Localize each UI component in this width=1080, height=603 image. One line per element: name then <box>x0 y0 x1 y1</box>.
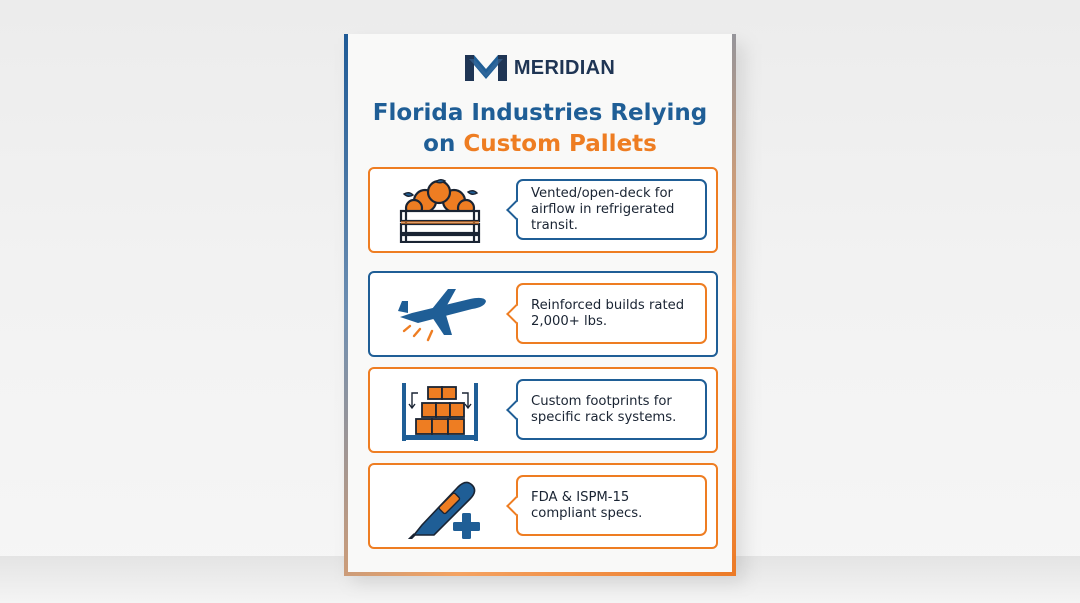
brand-name: MERIDIAN <box>513 56 616 79</box>
card-medical: FDA & ISPM-15 compliant specs. <box>368 463 718 549</box>
card-warehouse-bubble: Custom footprints for specific rack syst… <box>506 379 707 440</box>
title-line-1: Florida Industries Relying <box>372 100 708 126</box>
card-medical-text: FDA & ISPM-15 compliant specs. <box>531 489 643 521</box>
card-warehouse-text: Custom footprints for specific rack syst… <box>531 393 677 425</box>
card-citrus-text: Vented/open-deck for airflow in refriger… <box>531 185 675 233</box>
warehouse-rack-boxes-icon <box>402 383 478 441</box>
poster-title: Florida Industries Relying on Custom Pal… <box>348 98 732 160</box>
meridian-logo-icon <box>464 55 507 81</box>
poster: MERIDIAN Florida Industries Relying on C… <box>344 34 736 576</box>
title-accent: Custom Pallets <box>463 131 657 157</box>
card-citrus-bubble: Vented/open-deck for airflow in refriger… <box>506 179 707 240</box>
card-medical-bubble: FDA & ISPM-15 compliant specs. <box>506 475 707 536</box>
airplane-icon <box>398 289 486 342</box>
title-line-2: on Custom Pallets <box>348 129 732 160</box>
bubble-tail <box>506 200 526 220</box>
brand-header: MERIDIAN <box>348 52 732 84</box>
card-aerospace: Reinforced builds rated 2,000+ lbs. <box>368 271 718 357</box>
bubble-tail <box>506 400 526 420</box>
title-line-2-lead: on <box>423 131 464 157</box>
bubble-tail <box>506 304 526 324</box>
bubble-tail <box>506 496 526 516</box>
card-citrus: Vented/open-deck for airflow in refriger… <box>368 167 718 253</box>
thermometer-medical-cross-icon <box>407 481 480 539</box>
card-warehouse: Custom footprints for specific rack syst… <box>368 367 718 453</box>
citrus-crate-icon <box>399 179 481 243</box>
card-aerospace-text: Reinforced builds rated 2,000+ lbs. <box>531 297 685 329</box>
card-aerospace-bubble: Reinforced builds rated 2,000+ lbs. <box>506 283 707 344</box>
poster-inner: MERIDIAN Florida Industries Relying on C… <box>348 34 732 572</box>
